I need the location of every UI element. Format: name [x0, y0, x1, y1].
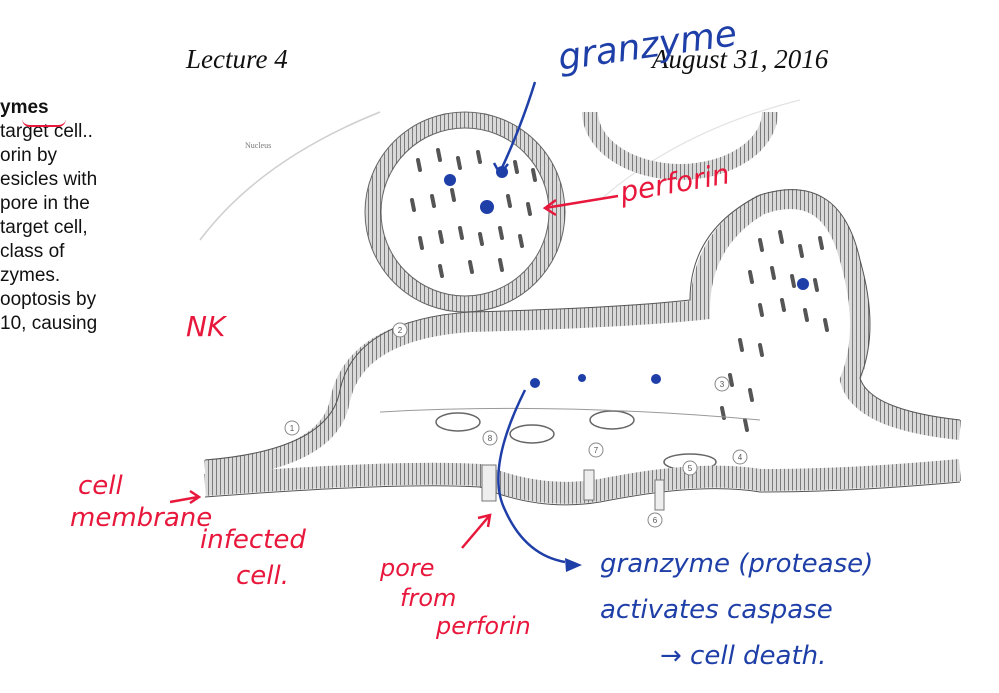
- svg-text:2: 2: [398, 326, 403, 335]
- pore-annotation-2: from: [400, 584, 456, 612]
- pore-annotation-3: perforin: [435, 612, 531, 640]
- nk-annotation: NK: [186, 310, 228, 343]
- released-granzymes: [530, 374, 661, 388]
- granzyme-annotation: granzyme: [556, 13, 740, 79]
- pore-arrow: [462, 515, 490, 548]
- note-granzyme-protease: granzyme (protease): [600, 549, 873, 579]
- nucleus-label: Nucleus: [245, 141, 271, 150]
- granule-top: [590, 112, 770, 172]
- granzyme-dot: [797, 278, 809, 290]
- svg-text:1: 1: [290, 424, 295, 433]
- note-cell-death: → cell death.: [660, 641, 826, 671]
- note-activates-caspase: activates caspase: [600, 595, 833, 625]
- nucleus-outline: [200, 112, 380, 240]
- perforin-pore: [482, 465, 496, 501]
- svg-text:4: 4: [738, 453, 743, 462]
- perforin-lobe: [722, 232, 827, 430]
- perforin-molecules: [412, 150, 535, 276]
- cell-membrane-annotation: cell: [78, 471, 124, 501]
- cell-membrane-annotation-2: membrane: [70, 503, 212, 533]
- svg-text:6: 6: [653, 516, 658, 525]
- granule-inner-edge: [381, 128, 549, 296]
- svg-text:8: 8: [488, 434, 493, 443]
- infected-cell-annotation: infected: [200, 525, 306, 555]
- svg-text:7: 7: [594, 446, 599, 455]
- arrowhead: [565, 558, 582, 572]
- nk-cell-membrane: [205, 199, 960, 470]
- pore-channel: [655, 480, 664, 510]
- infected-cell-annotation-2: cell.: [236, 561, 289, 591]
- pore-channel: [584, 470, 594, 500]
- svg-text:3: 3: [720, 380, 725, 389]
- small-vesicles: [436, 411, 716, 470]
- svg-text:5: 5: [688, 464, 693, 473]
- pore-annotation: pore: [379, 554, 435, 582]
